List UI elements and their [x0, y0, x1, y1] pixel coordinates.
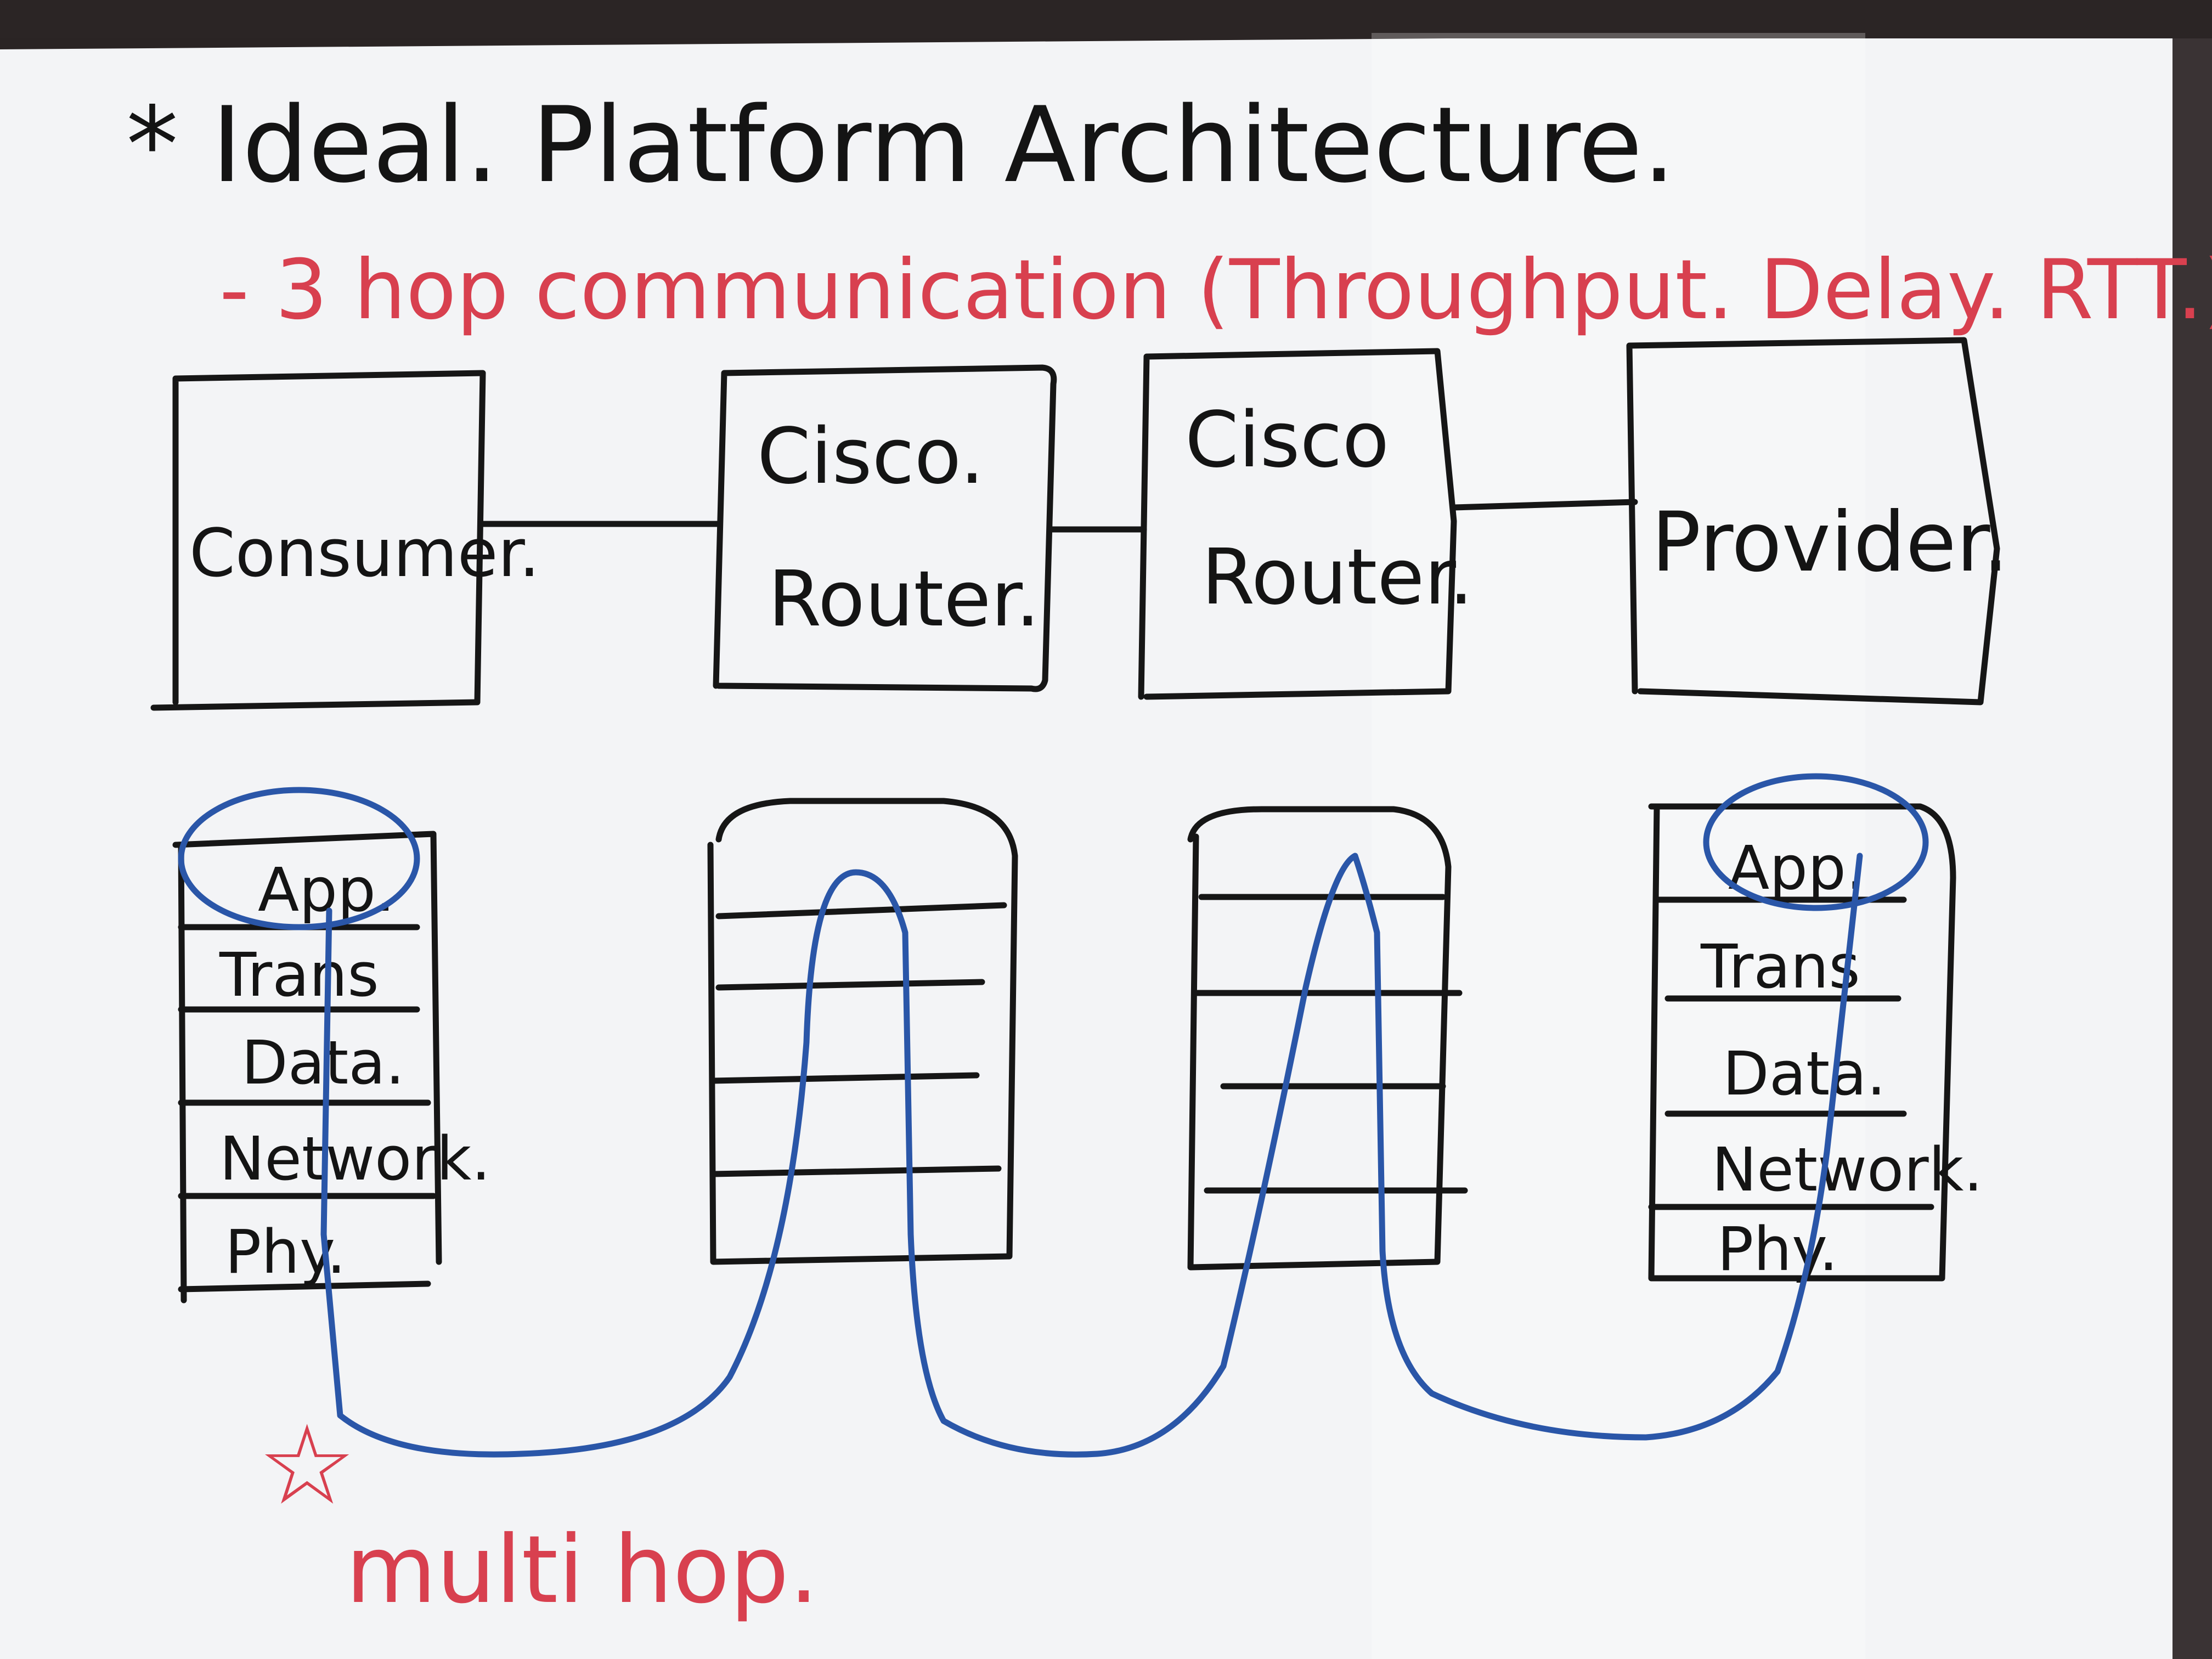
router2-label-2: Router. — [1201, 533, 1474, 622]
router1-stack — [707, 798, 1018, 1265]
provider-layer-app: App. — [1728, 833, 1865, 903]
subtitle: - 3 hop communication (Throughput. Delay… — [219, 242, 2212, 338]
provider-stack: App. Trans Data. Network. Phy. — [1648, 773, 1983, 1284]
multi-hop-path — [320, 853, 1863, 1458]
consumer-layer-trans: Trans — [219, 940, 379, 1010]
title: * Ideal. Platform Architecture. — [126, 84, 1675, 206]
consumer-stack: App. Trans Data. Network. Phy. — [172, 787, 490, 1304]
board-frame-right — [2172, 0, 2212, 1659]
red-star-icon: ☆ — [258, 1402, 356, 1530]
provider-layer-phy: Phy. — [1717, 1214, 1838, 1284]
provider-layer-data: Data. — [1723, 1039, 1886, 1109]
consumer-app-circle — [178, 787, 420, 930]
consumer-node: Consumer. — [150, 370, 540, 711]
router1-label-2: Router. — [768, 555, 1040, 644]
provider-app-circle — [1703, 773, 1929, 911]
provider-label: Provider. — [1651, 495, 2009, 590]
consumer-layer-network: Network. — [219, 1124, 490, 1194]
router1-label-1: Cisco. — [757, 412, 984, 501]
consumer-label: Consumer. — [189, 516, 540, 592]
router1-node: Cisco. Router. — [713, 364, 1057, 692]
glare — [1372, 33, 1865, 1659]
provider-layer-network: Network. — [1712, 1135, 1983, 1205]
router2-label-1: Cisco — [1185, 396, 1389, 485]
consumer-layer-data: Data. — [241, 1028, 405, 1098]
link-router2-provider — [1451, 499, 1638, 511]
provider-layer-trans: Trans — [1700, 932, 1860, 1002]
multi-hop-note: ☆ multi hop. — [258, 1402, 819, 1624]
router2-stack — [1187, 806, 1468, 1271]
multi-hop-label: multi hop. — [346, 1516, 819, 1624]
board-frame-top — [0, 0, 2212, 38]
provider-node: Provider. — [1626, 337, 2009, 706]
router2-node: Cisco Router. — [1138, 348, 1474, 700]
